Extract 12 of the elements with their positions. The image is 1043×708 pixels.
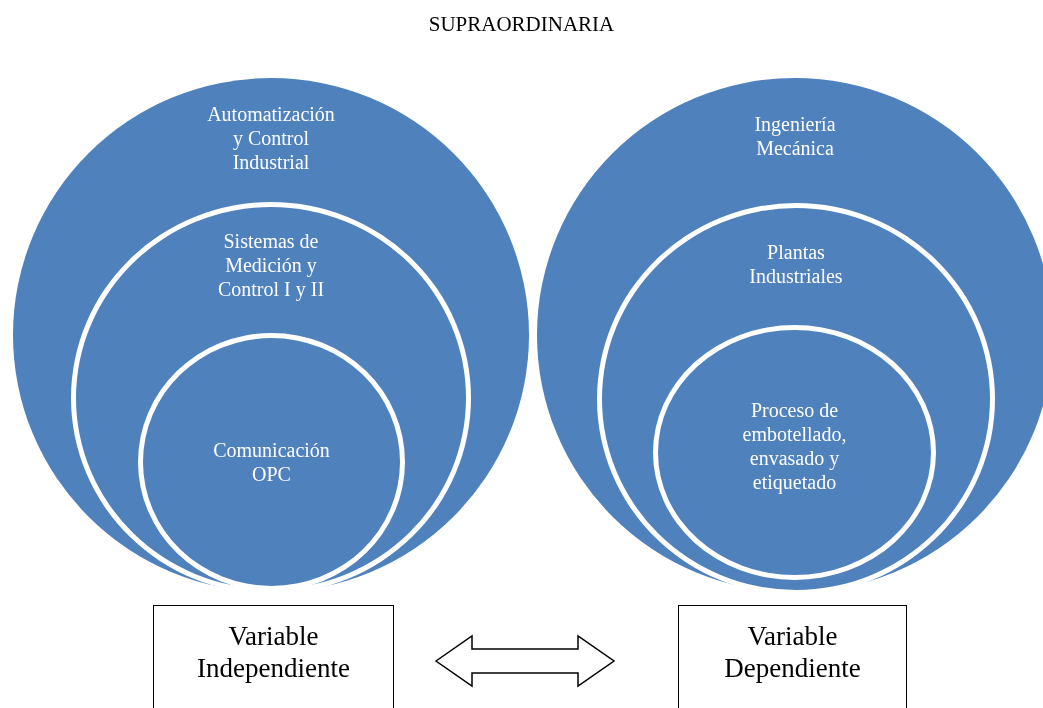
variable-box [678,605,907,708]
box-label: Variable Dependiente [723,620,862,685]
circle-label: Ingeniería Mecánica [753,112,837,160]
double-block-arrow [434,634,616,688]
circle-label: Automatización y Control Industrial [206,102,336,174]
circle-label: Comunicación OPC [212,438,331,486]
circle-label: Proceso de embotellado, envasado y etiquetado [741,398,848,494]
diagram-title: SUPRAORDINARIA [428,12,615,37]
box-label: Variable Independiente [196,620,351,685]
circle-label: Sistemas de Medición y Control I y II [216,229,326,301]
circle-label: Plantas Industriales [748,240,844,288]
variable-box [153,605,394,708]
